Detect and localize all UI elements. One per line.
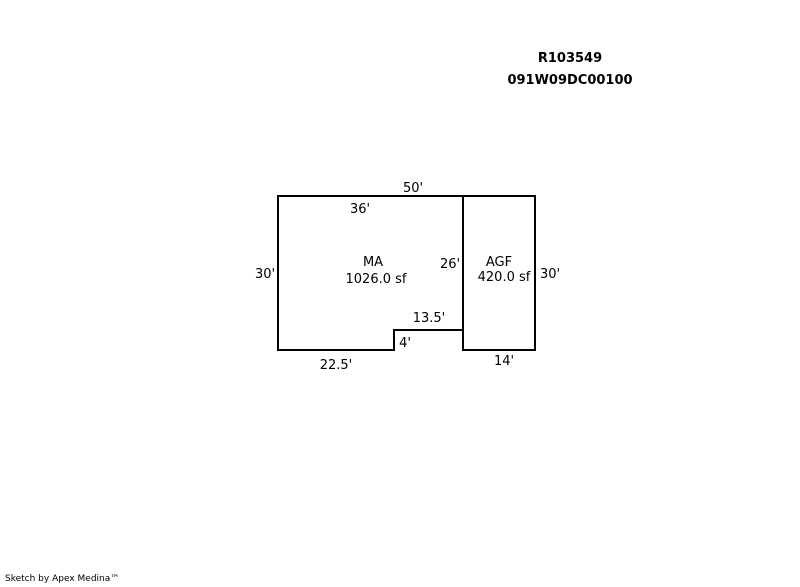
dim-ma-top: 36' <box>350 202 370 217</box>
dim-notch-height: 4' <box>399 336 411 351</box>
parcel-header: R103549 091W09DC00100 <box>490 48 650 92</box>
parcel-id: R103549 <box>537 51 603 66</box>
agf-area-size: 420.0 sf <box>478 270 531 285</box>
dim-agf-right: 30' <box>540 267 560 282</box>
dim-notch-width: 13.5' <box>413 311 446 326</box>
dim-ma-left: 30' <box>255 267 275 282</box>
agf-outline <box>462 195 536 351</box>
dim-ma-bottom: 22.5' <box>320 358 353 373</box>
dim-ma-inner-right: 26' <box>440 257 460 272</box>
sketch-credit: Sketch by Apex Medina™ <box>5 574 120 584</box>
dim-agf-bottom: 14' <box>494 354 514 369</box>
agf-area-code: AGF <box>486 255 512 270</box>
dim-top-total: 50' <box>403 181 423 196</box>
map-number: 091W09DC00100 <box>507 73 633 88</box>
ma-area-size: 1026.0 sf <box>346 272 407 287</box>
ma-area-code: MA <box>363 255 383 270</box>
